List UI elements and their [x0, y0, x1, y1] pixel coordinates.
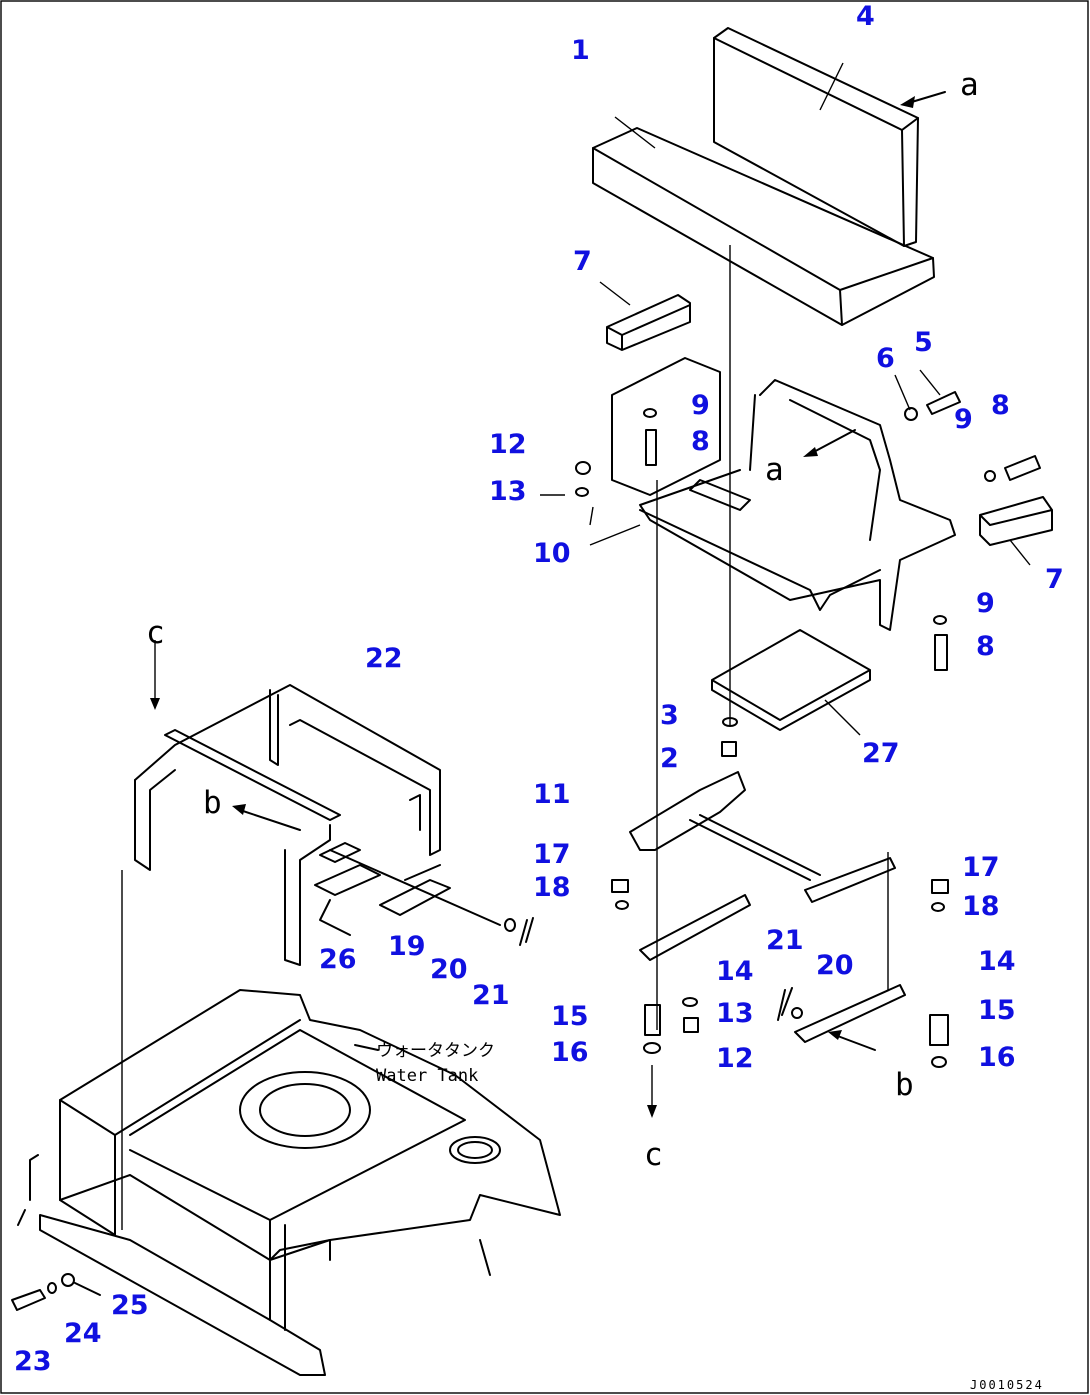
callout-8-b: 8: [991, 390, 1010, 421]
callout-20-right: 20: [816, 950, 854, 981]
slide-rail-right: [794, 984, 906, 1043]
armrest-pad-right: [979, 496, 1053, 546]
callout-12-upper: 12: [489, 429, 527, 460]
view-letter-b-frame: b: [203, 785, 222, 821]
tank-label-en: Water Tank: [376, 1066, 479, 1086]
callout-14-left: 14: [716, 956, 754, 987]
view-letter-a-top: a: [960, 67, 979, 103]
callout-10: 10: [533, 538, 571, 569]
mount-bracket-11: [629, 771, 896, 903]
callout-5: 5: [914, 327, 933, 358]
callout-14-right: 14: [978, 946, 1016, 977]
callout-1: 1: [571, 35, 590, 66]
callout-17-left: 17: [533, 839, 571, 870]
callout-19: 19: [388, 931, 426, 962]
callout-20-left: 20: [430, 954, 468, 985]
callout-9-b: 9: [954, 404, 973, 435]
base-frame-22: [134, 684, 441, 966]
callout-6: 6: [876, 343, 895, 374]
callout-15-left: 15: [551, 1001, 589, 1032]
view-letter-a-frame: a: [765, 452, 784, 488]
callout-16-left: 16: [551, 1037, 589, 1068]
callout-25: 25: [111, 1290, 149, 1321]
callout-12-lower: 12: [716, 1043, 754, 1074]
drawing-code: J0010524: [970, 1378, 1044, 1392]
callout-8-c: 8: [976, 631, 995, 662]
callout-7-right: 7: [1045, 564, 1064, 595]
callout-22: 22: [365, 643, 403, 674]
callout-8-a: 8: [691, 426, 710, 457]
callout-13-upper: 13: [489, 476, 527, 507]
callout-3: 3: [660, 700, 679, 731]
callout-21-right: 21: [766, 925, 804, 956]
callout-9-c: 9: [976, 588, 995, 619]
callout-23: 23: [14, 1346, 52, 1377]
armrest-pad-left: [606, 294, 691, 351]
callout-9-a: 9: [691, 390, 710, 421]
plate-27: [711, 629, 871, 731]
slide-rail-left: [639, 894, 751, 961]
callout-2: 2: [660, 743, 679, 774]
seat-cushion: [592, 127, 935, 326]
callout-7-left: 7: [573, 246, 592, 277]
water-tank: [17, 989, 561, 1376]
seat-frame: [611, 357, 956, 631]
bolt-group-upper: [575, 391, 1041, 671]
view-letter-c-bottom: c: [644, 1137, 663, 1173]
callout-15-right: 15: [978, 995, 1016, 1026]
callout-18-right: 18: [962, 891, 1000, 922]
view-letter-c-top: c: [146, 615, 165, 651]
plate-26: [314, 842, 451, 936]
callout-4: 4: [856, 1, 875, 32]
callout-26: 26: [319, 944, 357, 975]
callout-24: 24: [64, 1318, 102, 1349]
seat-backrest: [713, 27, 919, 247]
view-letter-b-rail: b: [895, 1067, 914, 1103]
callout-16-right: 16: [978, 1042, 1016, 1073]
callout-27: 27: [862, 738, 900, 769]
callout-21-left: 21: [472, 980, 510, 1011]
callout-13-lower: 13: [716, 998, 754, 1029]
callout-17-right: 17: [962, 852, 1000, 883]
callout-11: 11: [533, 779, 571, 810]
tank-label-jp: ウォータタンク: [376, 1041, 495, 1061]
callout-18-left: 18: [533, 872, 571, 903]
